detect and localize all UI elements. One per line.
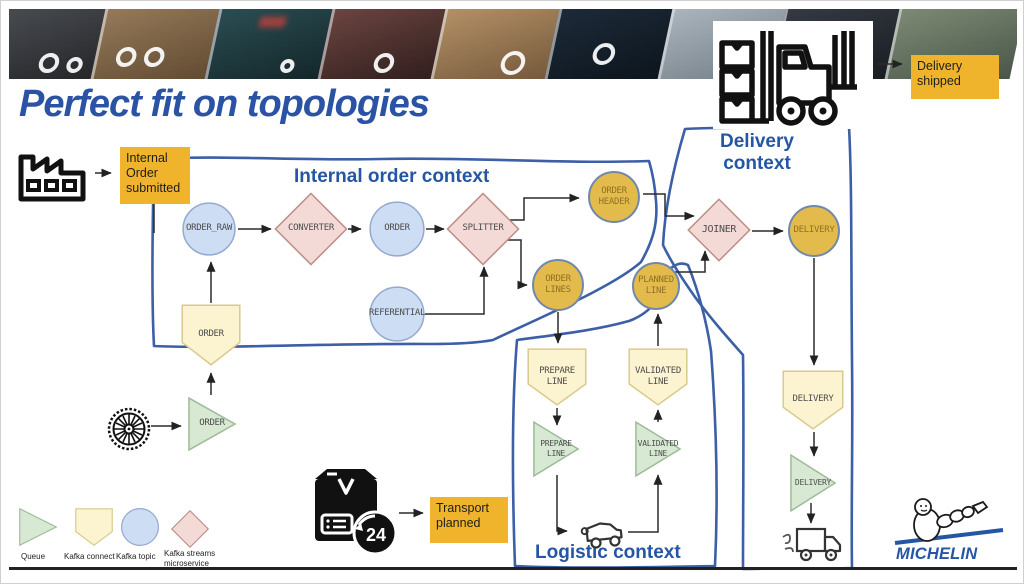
- node-delivery-queue: DELIVERY: [790, 454, 836, 512]
- legend-kafka-topic-label: Kafka topic: [116, 552, 156, 561]
- node-delivery-topic: DELIVERY: [788, 205, 840, 257]
- internal-order-submitted-note: Internal Order submitted: [120, 147, 190, 204]
- delivery-shipped-note: Delivery shipped: [911, 55, 999, 99]
- node-order-raw-topic: ORDER_RAW: [182, 202, 236, 256]
- legend-kafka-streams-shape: [170, 509, 210, 549]
- node-order-header-topic: ORDER HEADER: [588, 171, 640, 223]
- michelin-wordmark: MICHELIN: [896, 545, 978, 563]
- shipped-truck-icon: [782, 527, 842, 562]
- node-order-queue: ORDER: [188, 397, 236, 451]
- node-order-topic: ORDER: [369, 201, 425, 257]
- node-validated-line-connect: VALIDATED LINE: [628, 348, 688, 406]
- node-converter-stream: CONVERTER: [274, 192, 348, 266]
- node-joiner-stream: JOINER: [687, 198, 751, 262]
- logistic-truck-icon: [580, 522, 623, 549]
- package-24h-icon: 24: [315, 469, 398, 556]
- delivery-context-label: Delivery context: [720, 131, 794, 174]
- node-delivery-connect: DELIVERY: [782, 370, 844, 430]
- converter-order-edge-label: <: [350, 223, 357, 236]
- node-order-connect: ORDER: [181, 304, 241, 366]
- forklift-icon: [719, 31, 857, 126]
- tire-wheel-icon: [107, 407, 151, 451]
- internal-order-context-label: Internal order context: [294, 166, 490, 187]
- node-planned-line-topic: PLANNED LINE: [632, 262, 680, 310]
- factory-icon: [18, 154, 86, 202]
- page-title: Perfect fit on topologies: [19, 83, 430, 125]
- slide-footer-rule: [9, 567, 1017, 570]
- logistic-context-boundary: [511, 262, 718, 569]
- legend-kafka-connect-shape: [75, 508, 113, 546]
- logistic-context-label: Logistic context: [535, 542, 681, 563]
- transport-planned-note: Transport planned: [430, 497, 508, 543]
- michelin-logo: MICHELIN: [894, 498, 1004, 563]
- node-referential-topic: REFERENTIAL: [369, 286, 425, 342]
- node-prepare-line-connect: PREPARE LINE: [527, 348, 587, 406]
- legend-queue-shape: [19, 507, 58, 547]
- legend-kafka-streams-label: Kafka streams microservice: [164, 549, 216, 568]
- legend-kafka-connect-label: Kafka connect: [64, 552, 115, 561]
- legend-queue-label: Queue: [21, 552, 46, 561]
- node-validated-line-queue: VALIDATED LINE: [635, 421, 681, 477]
- legend-kafka-topic-shape: [120, 507, 160, 547]
- node-prepare-line-queue: PREPARE LINE: [533, 421, 579, 477]
- package-badge-label: 24: [366, 525, 386, 545]
- node-splitter-stream: SPLITTER: [446, 192, 520, 266]
- flow-arrows: [95, 59, 903, 536]
- node-order-lines-topic: ORDER LINES: [532, 259, 584, 311]
